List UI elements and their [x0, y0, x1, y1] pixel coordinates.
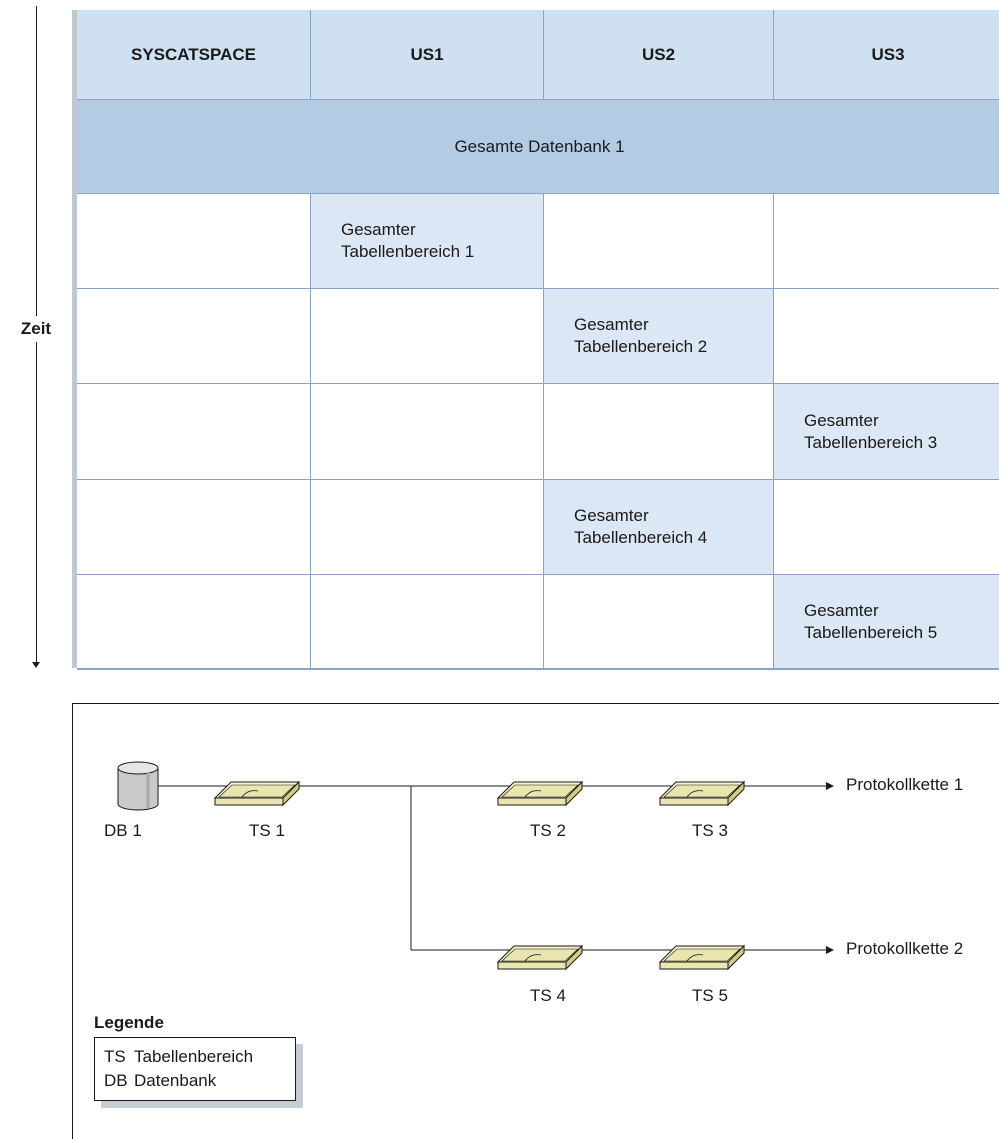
database-label: DB 1 [104, 821, 142, 840]
tablespace-label: TS 3 [692, 821, 728, 840]
log-chain-diagram [117, 761, 834, 970]
empty-cell [311, 289, 543, 383]
column-header: US2 [544, 10, 773, 99]
tablespace-tray-icon [659, 781, 745, 806]
legend-text: Tabellenbereich [134, 1047, 254, 1066]
column-header: US3 [774, 10, 999, 99]
column-header: SYSCATSPACE [77, 10, 310, 99]
backup-label-line: Gesamter [574, 506, 649, 525]
panel-border-top [72, 703, 999, 704]
empty-cell [544, 194, 773, 288]
backup-label-line: Tabellenbereich 1 [341, 242, 475, 261]
panel-border-left [72, 703, 73, 1139]
log-chain-label: Protokollkette 1 [846, 775, 964, 794]
backup-grid: SYSCATSPACE US1 US2 US3 Gesamte Datenban… [77, 10, 999, 670]
empty-cell [311, 575, 543, 668]
backup-label-line: Tabellenbereich 3 [804, 432, 938, 452]
log-chain-label: Protokollkette 2 [846, 939, 964, 958]
database-cylinder-icon [117, 761, 159, 811]
backup-label-line: Gesamter [341, 220, 416, 239]
tablespace-label: TS 4 [530, 986, 566, 1005]
legend-title: Legende [94, 1013, 164, 1032]
legend-item: DB Datenbank [104, 1069, 295, 1093]
tablespace-label: TS 5 [692, 986, 728, 1005]
backup-label-line: Tabellenbereich 2 [574, 337, 708, 356]
backup-label-line: Gesamter [804, 410, 879, 430]
tablespace-tray-icon [497, 781, 583, 806]
empty-cell [77, 289, 310, 383]
empty-cell [311, 480, 543, 574]
empty-cell [774, 480, 999, 574]
empty-cell [544, 384, 773, 479]
empty-cell [77, 194, 310, 288]
legend-box: TS Tabellenbereich DB Datenbank [94, 1037, 296, 1101]
tablespace-tray-icon [214, 781, 300, 806]
empty-cell [774, 289, 999, 383]
empty-cell [77, 480, 310, 574]
empty-cell [77, 575, 310, 668]
empty-cell [544, 575, 773, 668]
tablespace-tray-icon [659, 945, 745, 970]
column-header: US1 [311, 10, 543, 99]
tablespace-label: TS 1 [249, 821, 285, 840]
backup-label-line: Tabellenbereich 5 [804, 622, 938, 642]
legend-item: TS Tabellenbereich [104, 1045, 295, 1069]
tablespace-tray-icon [497, 945, 583, 970]
tablespace-label: TS 2 [530, 821, 566, 840]
legend-abbr: DB [104, 1071, 128, 1090]
full-database-backup: Gesamte Datenbank 1 [77, 100, 999, 193]
empty-cell [774, 194, 999, 288]
empty-cell [311, 384, 543, 479]
empty-cell [77, 384, 310, 479]
backup-label-line: Gesamter [804, 600, 879, 620]
legend-abbr: TS [104, 1047, 126, 1066]
legend-text: Datenbank [134, 1071, 217, 1090]
backup-label-line: Gesamter [574, 315, 649, 334]
time-arrow-icon [32, 662, 40, 668]
time-axis-label: Zeit [8, 316, 64, 342]
backup-label-line: Tabellenbereich 4 [574, 528, 708, 547]
